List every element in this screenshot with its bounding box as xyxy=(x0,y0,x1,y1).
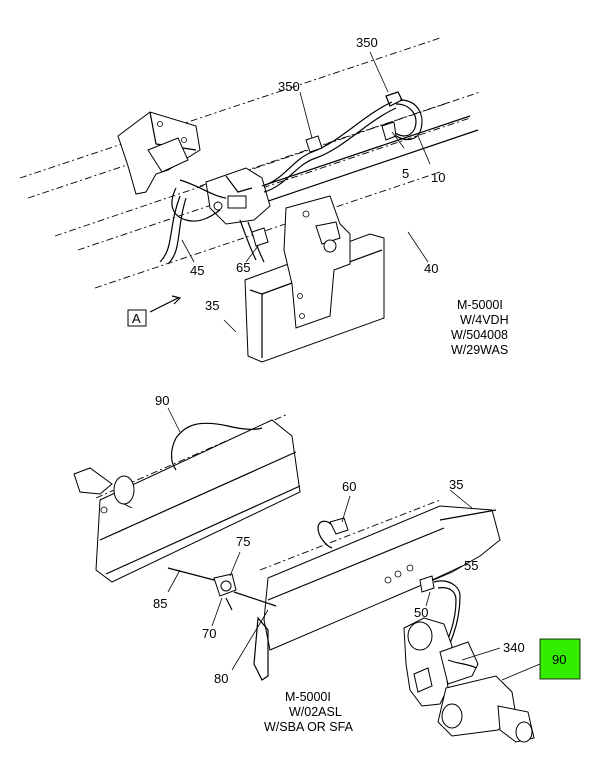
callout-65: 65 xyxy=(236,260,250,275)
callout-350-top: 350 xyxy=(356,35,378,50)
callout-340: 340 xyxy=(503,640,525,655)
callout-35-lower: 35 xyxy=(449,477,463,492)
note-upper-line-3: W/504008 xyxy=(451,328,508,342)
lower-assembly: 90 60 35 75 55 85 70 50 340 80 90 M-5000… xyxy=(73,393,581,743)
note-upper-line-2: W/4VDH xyxy=(460,313,509,327)
highlighted-callout-box[interactable] xyxy=(539,638,581,680)
callout-40: 40 xyxy=(424,261,438,276)
callout-85: 85 xyxy=(153,596,167,611)
note-lower-line-1: M-5000I xyxy=(285,690,331,704)
callout-45: 45 xyxy=(190,263,204,278)
callout-60: 60 xyxy=(342,479,356,494)
callout-90: 90 xyxy=(155,393,169,408)
callout-70: 70 xyxy=(202,626,216,641)
callout-35-upper: 35 xyxy=(205,298,219,313)
callout-50: 50 xyxy=(414,605,428,620)
callout-80: 80 xyxy=(214,671,228,686)
callout-350: 350 xyxy=(278,79,300,94)
note-upper-line-4: W/29WAS xyxy=(451,343,508,357)
view-marker-label: A xyxy=(132,311,141,326)
callout-55: 55 xyxy=(464,558,478,573)
callout-75: 75 xyxy=(236,534,250,549)
upper-assembly: 350 350 5 10 45 65 40 35 A M-5000I W/4VD… xyxy=(19,35,509,363)
highlighted-callout-label[interactable]: 90 xyxy=(552,652,566,667)
note-upper-line-1: M-5000I xyxy=(457,298,503,312)
note-lower-line-3: W/SBA OR SFA xyxy=(264,720,354,734)
callout-5: 5 xyxy=(402,166,409,181)
callout-10: 10 xyxy=(431,170,445,185)
note-lower-line-2: W/02ASL xyxy=(289,705,342,719)
view-marker-box xyxy=(127,309,147,327)
